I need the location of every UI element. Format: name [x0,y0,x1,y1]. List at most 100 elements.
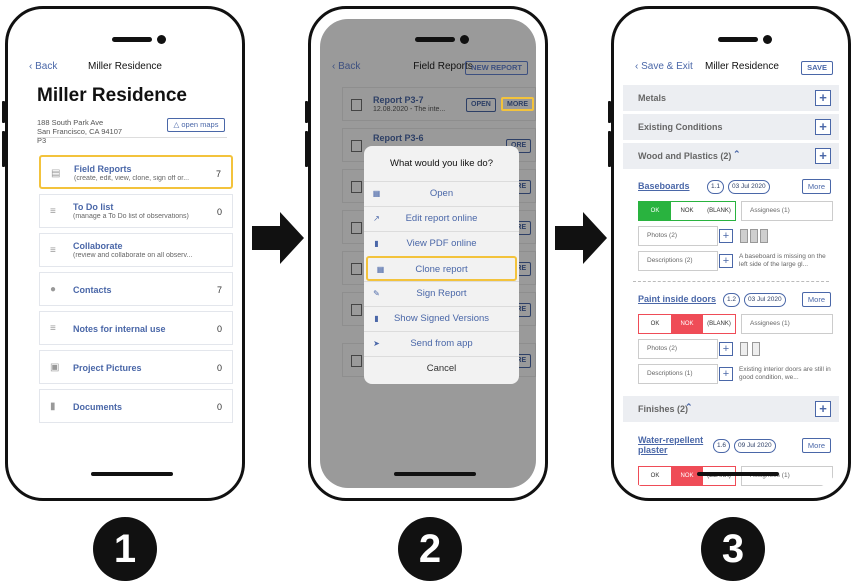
option-send-from-app[interactable]: ➤Send from app [364,331,519,356]
menu-item-documents[interactable]: ▮ Documents 0 [39,389,233,423]
photo-thumbnail[interactable] [752,342,760,356]
menu-item-title: Contacts [73,285,112,295]
report-row[interactable]: Report P3-7 12.08.2020 - The inte... OPE… [342,87,536,121]
menu-item-field-reports[interactable]: ▤ Field Reports (create, edit, view, clo… [39,155,233,189]
more-button[interactable]: More [801,292,831,307]
more-button[interactable]: MORE [501,97,534,111]
nav-title: Miller Residence [705,61,779,72]
report-icon [351,263,362,275]
option-view-pdf-online[interactable]: ▮View PDF online [364,231,519,256]
add-icon[interactable]: + [815,148,831,164]
photo-thumbnail[interactable] [740,342,748,356]
item-date-badge: 09 Jul 2020 [734,439,776,453]
address-line: P3 [37,136,47,145]
option-open[interactable]: ▦Open [364,181,519,206]
menu-item-project-pictures[interactable]: ▣ Project Pictures 0 [39,350,233,384]
screen-report-editor: ‹ Save & Exit Miller Residence SAVE Meta… [623,19,839,488]
status-nok[interactable]: NOK [671,315,703,333]
arrow-right-icon [555,212,607,264]
photos-field[interactable]: Photos (2) [638,226,718,246]
open-maps-button[interactable]: △ open maps [167,118,225,132]
add-photo-icon[interactable]: + [719,229,733,243]
option-sign-report[interactable]: ✎Sign Report [364,281,519,306]
save-exit-button[interactable]: ‹ Save & Exit [635,61,693,72]
status-nok[interactable]: NOK [671,467,703,485]
menu-item-collaborate[interactable]: ≡ Collaborate (review and collaborate on… [39,233,233,267]
item-name[interactable]: Water-repellent plaster [638,435,704,455]
status-selector[interactable]: OK NOK (BLANK) [638,314,736,334]
section-metals[interactable]: Metals+ [623,85,839,111]
photo-thumbnail[interactable] [760,229,768,243]
photo-thumbnail[interactable] [740,229,748,243]
description-preview: A baseboard is missing on the left side … [739,253,826,268]
menu-item-to-do-list[interactable]: ≡ To Do list (manage a To Do list of obs… [39,194,233,228]
status-blank[interactable]: (BLANK) [707,321,731,327]
screen-project: ‹ Back Miller Residence Miller Residence… [17,19,233,488]
section-label: Existing Conditions [638,122,723,132]
menu-item-notes[interactable]: ≡ Notes for internal use 0 [39,311,233,345]
more-button[interactable]: More [801,438,831,453]
descriptions-field[interactable]: Descriptions (1) [638,364,718,384]
save-button[interactable]: SAVE [801,61,833,75]
speaker [718,37,758,42]
back-label: Back [35,61,58,72]
status-selector[interactable]: OK NOK (BLANK) [638,466,736,486]
option-label: Clone report [415,264,468,275]
add-photo-icon[interactable]: + [719,342,733,356]
menu-item-count: 7 [216,285,222,295]
assignees-field[interactable]: Assignees (1) [741,201,833,221]
home-indicator [91,472,173,476]
new-report-button[interactable]: NEW REPORT [465,61,528,75]
add-icon[interactable]: + [815,90,831,106]
chevron-up-icon[interactable]: ⌃ [733,149,741,159]
status-nok[interactable]: NOK [680,208,694,214]
chevron-up-icon[interactable]: ⌃ [685,402,693,412]
status-ok[interactable]: OK [650,321,660,327]
menu-item-title: Collaborate [73,241,123,251]
nav-bar: ‹ Back Field Reports [320,57,536,81]
report-icon [351,140,362,152]
cancel-button[interactable]: Cancel [364,356,519,381]
add-description-icon[interactable]: + [719,367,733,381]
status-blank[interactable]: (BLANK) [707,473,731,479]
section-existing-conditions[interactable]: Existing Conditions + [623,114,839,140]
image-icon: ▣ [50,362,60,373]
item-name[interactable]: Paint inside doors [638,294,717,304]
status-selector[interactable]: OK NOK (BLANK) [638,201,736,221]
more-button[interactable]: More [801,179,831,194]
descriptions-field[interactable]: Descriptions (2) [638,251,718,271]
nav-bar: ‹ Save & Exit Miller Residence [623,57,839,81]
back-button[interactable]: ‹ Back [29,61,58,72]
action-sheet-title: What would you like do? [390,158,493,169]
menu-item-title: To Do list [73,202,114,212]
open-button[interactable]: OPEN [466,98,496,112]
status-ok[interactable]: OK [639,202,671,220]
assignees-field[interactable]: Assignees (1) [741,466,833,486]
list-icon: ≡ [50,245,56,256]
item-name[interactable]: Baseboards [638,181,690,191]
add-icon[interactable]: + [815,401,831,417]
section-finishes[interactable]: Finishes (2)⌃+ [623,396,839,422]
add-icon[interactable]: + [815,119,831,135]
menu-item-count: 0 [216,402,222,412]
menu-item-subtitle: (create, edit, view, clone, sign off or.… [74,175,190,182]
option-show-signed-versions[interactable]: ▮Show Signed Versions [364,306,519,331]
clone-icon: ▦ [376,265,385,274]
section-wood-and-plastics[interactable]: Wood and Plastics (2)⌃+ [623,143,839,169]
menu-item-contacts[interactable]: ● Contacts 7 [39,272,233,306]
divider [633,281,829,282]
status-ok[interactable]: OK [650,473,660,479]
status-blank[interactable]: (BLANK) [707,208,731,214]
menu-item-title: Notes for internal use [73,324,166,334]
speaker [415,37,455,42]
side-button [608,131,611,167]
option-edit-report-online[interactable]: ↗Edit report online [364,206,519,231]
add-description-icon[interactable]: + [719,254,733,268]
photos-field[interactable]: Photos (2) [638,339,718,359]
assignees-field[interactable]: Assignees (1) [741,314,833,334]
back-button[interactable]: ‹ Back [332,61,361,72]
nav-title: Miller Residence [88,61,162,72]
option-clone-report[interactable]: ▦ Clone report [366,256,517,281]
option-label: Show Signed Versions [393,313,490,324]
photo-thumbnail[interactable] [750,229,758,243]
